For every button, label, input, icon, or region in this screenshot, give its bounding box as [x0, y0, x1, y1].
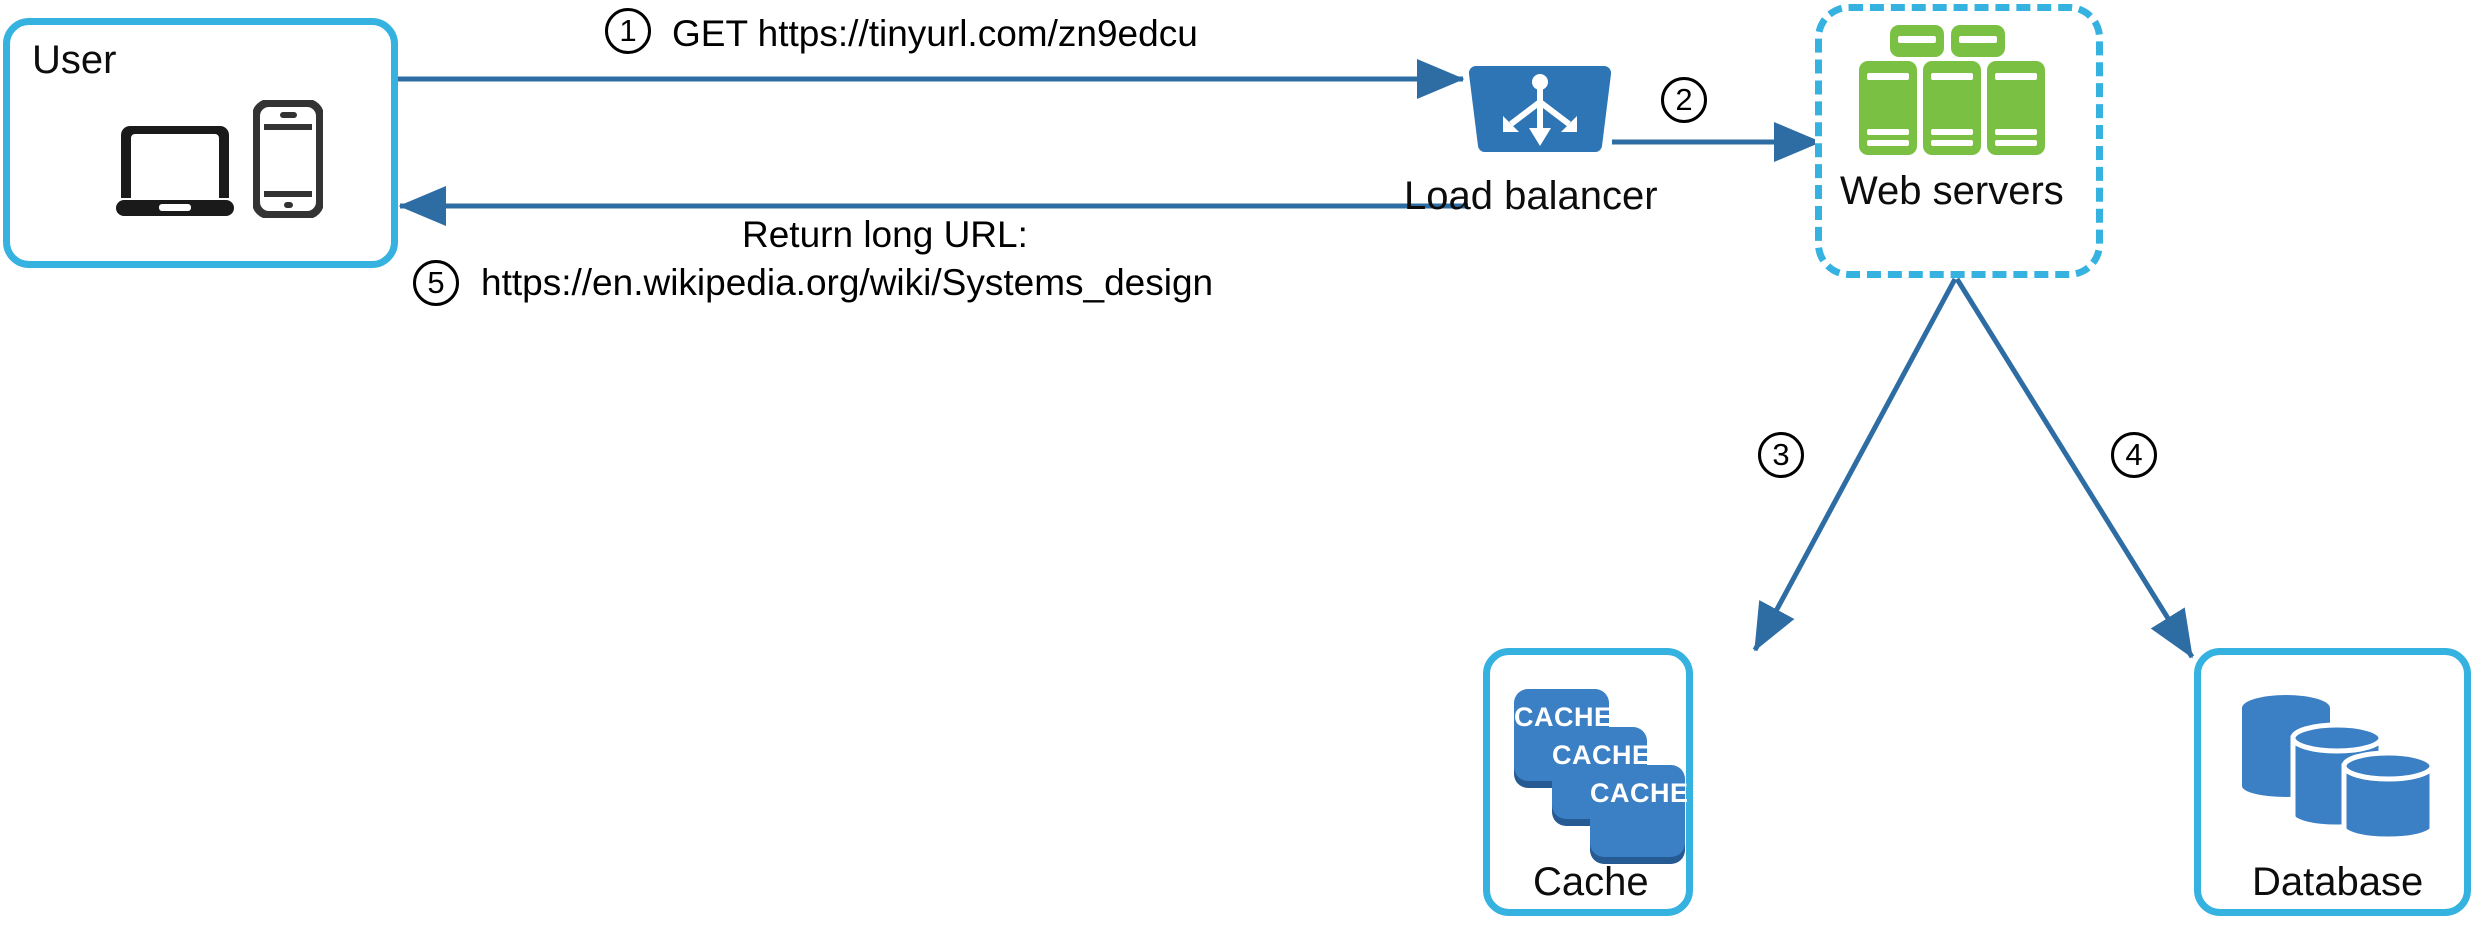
- load-balancer-node[interactable]: [1463, 62, 1617, 158]
- arrow-web-servers-to-database: [1954, 277, 2195, 659]
- web-servers-label: Web servers: [1840, 169, 2064, 213]
- cache-tile-3-label: CACHE: [1590, 778, 1689, 808]
- step-5-label-line2: https://en.wikipedia.org/wiki/Systems_de…: [481, 262, 1214, 303]
- step-3-number: 3: [1758, 432, 1804, 478]
- step-2-number: 2: [1661, 77, 1707, 123]
- smartphone-icon: [253, 100, 323, 218]
- cache-tile-3: CACHE: [1590, 765, 1689, 857]
- database-cylinders-icon: [2242, 695, 2435, 842]
- step-4-number: 4: [2111, 432, 2157, 478]
- step-5-label-line1: Return long URL:: [742, 214, 1028, 255]
- cache-label: Cache: [1533, 860, 1649, 904]
- step-5-number: 5: [413, 260, 459, 306]
- load-balancer-label: Load balancer: [1404, 174, 1658, 218]
- database-label: Database: [2252, 860, 2424, 904]
- laptop-icon: [116, 126, 234, 216]
- server-rack-icon: [1852, 25, 2067, 155]
- step-1-number: 1: [605, 8, 651, 54]
- user-node[interactable]: [3, 18, 398, 268]
- step-1-label: GET https://tinyurl.com/zn9edcu: [672, 13, 1198, 54]
- user-node-label: User: [32, 38, 117, 82]
